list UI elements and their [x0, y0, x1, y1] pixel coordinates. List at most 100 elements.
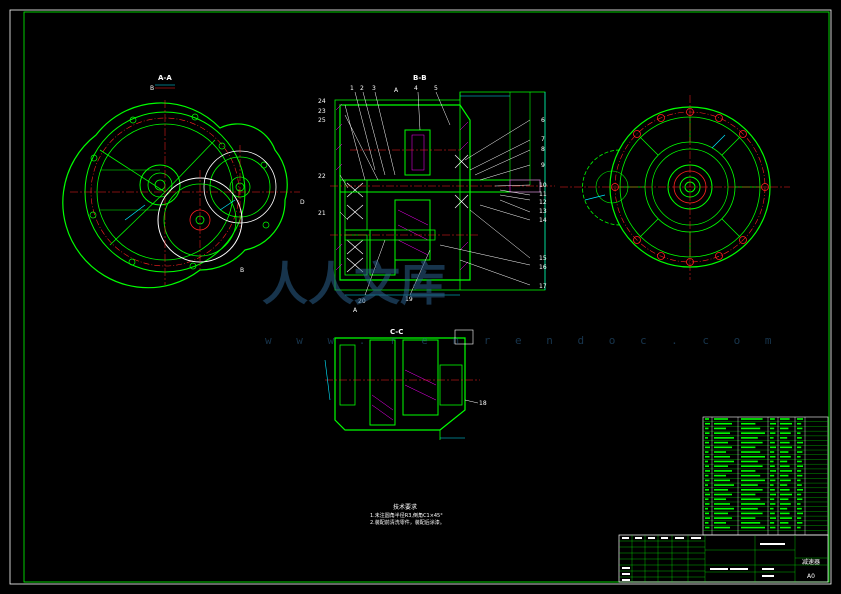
bom-cell-glyph	[797, 418, 803, 420]
part-number: 12	[539, 199, 547, 206]
bom-cell-glyph	[797, 455, 801, 458]
part-number: 10	[539, 182, 547, 189]
bom-cell-glyph	[780, 451, 789, 453]
part-number: 14	[539, 217, 547, 224]
bom-cell-glyph	[780, 432, 791, 434]
bom-cell-glyph	[797, 507, 802, 510]
bom-cell-glyph	[714, 479, 730, 482]
part-number: 17	[539, 283, 547, 290]
bom-cell-glyph	[780, 470, 792, 472]
bom-cell-glyph	[714, 418, 728, 420]
section-label-cc: C-C	[390, 328, 403, 336]
bom-cell-glyph	[770, 455, 776, 458]
bom-cell-glyph	[770, 432, 776, 434]
bom-cell-glyph	[780, 441, 790, 444]
bom-cell-glyph	[705, 465, 709, 467]
part-number: 2	[360, 85, 364, 92]
part-number: 24	[318, 98, 326, 105]
bom-cell-glyph	[770, 479, 776, 482]
bom-cell-glyph	[714, 484, 734, 486]
part-number: 7	[541, 136, 545, 143]
bom-cell-glyph	[741, 526, 765, 529]
bom-cell-glyph	[741, 498, 761, 501]
bom-cell-glyph	[780, 512, 790, 515]
bom-cell-glyph	[714, 432, 730, 434]
bom-cell-glyph	[780, 503, 791, 505]
bom-cell-glyph	[780, 484, 788, 486]
part-number: 4	[414, 85, 418, 92]
bom-cell-glyph	[714, 517, 732, 519]
bom-cell-glyph	[705, 451, 709, 453]
bom-cell-glyph	[705, 512, 709, 515]
bom-cell-glyph	[705, 526, 710, 529]
watermark-logo: 人人文库	[262, 257, 446, 311]
notes-title: 技术要求	[393, 503, 417, 511]
bom-cell-glyph	[741, 465, 763, 467]
bom-cell-glyph	[770, 512, 775, 515]
bom-cell-glyph	[797, 512, 803, 515]
bom-cell-glyph	[705, 498, 709, 501]
bom-cell-glyph	[780, 479, 791, 482]
view-bb	[330, 91, 555, 296]
bom-cell-glyph	[705, 422, 710, 425]
bom-cell-glyph	[797, 470, 802, 472]
bom-cell-glyph	[705, 507, 708, 510]
bom-cell-glyph	[714, 422, 732, 425]
section-marker-b-bottom: B	[240, 267, 244, 274]
bom-cell-glyph	[741, 517, 756, 519]
bom-cell-glyph	[705, 470, 710, 472]
bom-cell-glyph	[797, 522, 803, 524]
bom-cell-glyph	[770, 418, 775, 420]
part-number: 25	[318, 117, 326, 124]
bom-cell-glyph	[770, 489, 775, 491]
bom-cell-glyph	[714, 446, 732, 449]
bom-cell-glyph	[770, 460, 774, 463]
bom-cell-glyph	[705, 446, 710, 449]
bom-cell-glyph	[714, 441, 728, 444]
bom-cell-glyph	[741, 441, 763, 444]
part-numbers-right: 6 7 8 9 10 11 12 13 14 15 16 17	[539, 117, 547, 290]
bom-cell-glyph	[770, 465, 775, 467]
bom-cell-glyph	[705, 437, 708, 439]
bom-cell-glyph	[705, 474, 709, 477]
bom-cell-glyph	[797, 526, 801, 529]
bom-cell-glyph	[797, 503, 801, 505]
bom-cell-glyph	[741, 512, 763, 515]
part-number: 18	[479, 400, 487, 407]
bom-cell-glyph	[780, 437, 788, 439]
bom-cell-glyph	[770, 493, 776, 496]
drawing-name: 减速器	[802, 558, 820, 566]
part-number: 5	[434, 85, 438, 92]
bom-cell-glyph	[797, 437, 802, 439]
bom-cell-glyph	[770, 503, 776, 505]
bom-cell-glyph	[714, 489, 728, 491]
bom-cell-glyph	[714, 470, 732, 472]
bom-cell-glyph	[797, 451, 803, 453]
bom-cell-glyph	[714, 474, 726, 477]
view-cc	[324, 329, 480, 440]
part-number: 6	[541, 117, 545, 124]
part-number: 15	[539, 255, 547, 262]
bom-cell-glyph	[705, 418, 709, 420]
watermark-url: w w w . r e n r e n d o c . c o m	[265, 334, 781, 347]
bom-cell-glyph	[705, 503, 710, 505]
bom-cell-glyph	[714, 503, 730, 505]
bom-cell-glyph	[714, 512, 728, 515]
bom-cell-glyph	[741, 522, 761, 524]
bom-cell-glyph	[705, 455, 710, 458]
bom-cell-glyph	[797, 498, 803, 501]
bom-cell-glyph	[714, 460, 734, 463]
section-marker-a-bottom: A	[353, 307, 358, 314]
section-marker-b-top: B	[150, 85, 154, 92]
bom-cell-glyph	[770, 498, 775, 501]
bom-cell-glyph	[770, 484, 774, 486]
bom-cell-glyph	[797, 432, 801, 434]
bom-cell-glyph	[741, 446, 756, 449]
bom-cell-glyph	[770, 451, 775, 453]
bom-cell-glyph	[741, 427, 761, 430]
bom-cell-glyph	[780, 455, 791, 458]
section-label-bb: B-B	[413, 74, 427, 82]
bom-cell-glyph	[714, 451, 726, 453]
bom-cell-glyph	[741, 432, 765, 434]
bom-cell-glyph	[780, 422, 792, 425]
